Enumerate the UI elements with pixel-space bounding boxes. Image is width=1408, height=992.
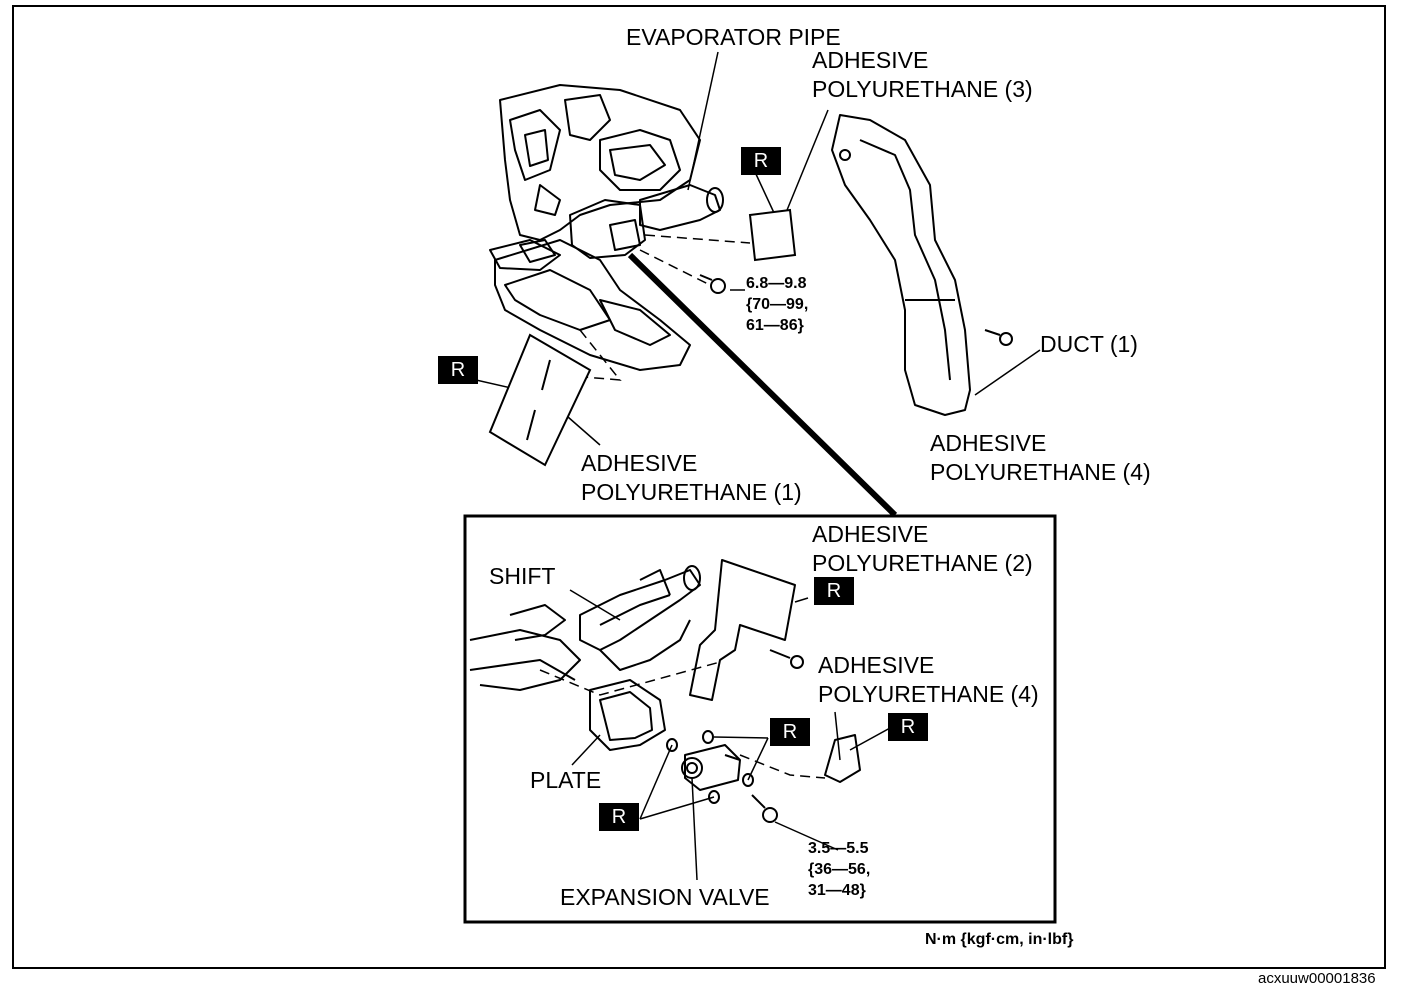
label-adhesive-1-line2: POLYURETHANE (1): [581, 479, 802, 505]
replace-mark-o-ring-lower: R: [599, 803, 639, 831]
label-adhesive-4-inset-line1: ADHESIVE: [818, 652, 935, 678]
label-duct: DUCT (1): [1040, 331, 1138, 357]
label-adhesive-4-inset-line2: POLYURETHANE (4): [818, 681, 1039, 707]
label-evaporator-pipe: EVAPORATOR PIPE: [626, 24, 841, 50]
torque-units: N·m {kgf·cm, in·lbf}: [925, 931, 1074, 948]
replace-mark-adhesive-2: R: [814, 577, 854, 605]
replace-mark-o-ring-upper: R: [770, 718, 810, 746]
label-plate: PLATE: [530, 767, 602, 793]
label-adhesive-3-line1: ADHESIVE: [812, 47, 929, 73]
adhesive-polyurethane-3-pad: [748, 208, 797, 262]
duct-1-drawing: [831, 114, 971, 416]
outer-frame: [12, 5, 1386, 969]
torque-spec-upper: 6.8—9.8 {70—99, 61—86}: [746, 275, 809, 334]
label-adhesive-2-line1: ADHESIVE: [812, 521, 929, 547]
duct-screw: [984, 329, 1013, 346]
duct-leader: [974, 349, 1041, 396]
adhesive-polyurethane-1-pad: [488, 333, 592, 467]
replace-mark-adhesive-3: R: [741, 147, 781, 175]
label-adhesive-1-line1: ADHESIVE: [581, 450, 698, 476]
label-adhesive-4-top-line2: POLYURETHANE (4): [930, 459, 1151, 485]
label-adhesive-3-line2: POLYURETHANE (3): [812, 76, 1033, 102]
label-adhesive-4-top-line1: ADHESIVE: [930, 430, 1047, 456]
label-expansion-valve: EXPANSION VALVE: [560, 884, 770, 910]
label-shift: SHIFT: [489, 563, 556, 589]
detail-connector-line: [627, 252, 898, 518]
replace-mark-adhesive-4: R: [888, 713, 928, 741]
label-adhesive-2-line2: POLYURETHANE (2): [812, 550, 1033, 576]
inset-leader-lines: [539, 589, 891, 881]
detail-inset-frame: [463, 514, 1057, 924]
evaporator-unit-drawing: [489, 84, 724, 371]
replace-mark-adhesive-1: R: [438, 356, 478, 384]
torque-spec-lower: 3.5—5.5 {36—56, 31—48}: [808, 840, 871, 899]
inset-expansion-assembly: [469, 559, 861, 823]
upper-bolt: [699, 274, 726, 294]
document-id: acxuuw00001836: [1258, 970, 1376, 987]
